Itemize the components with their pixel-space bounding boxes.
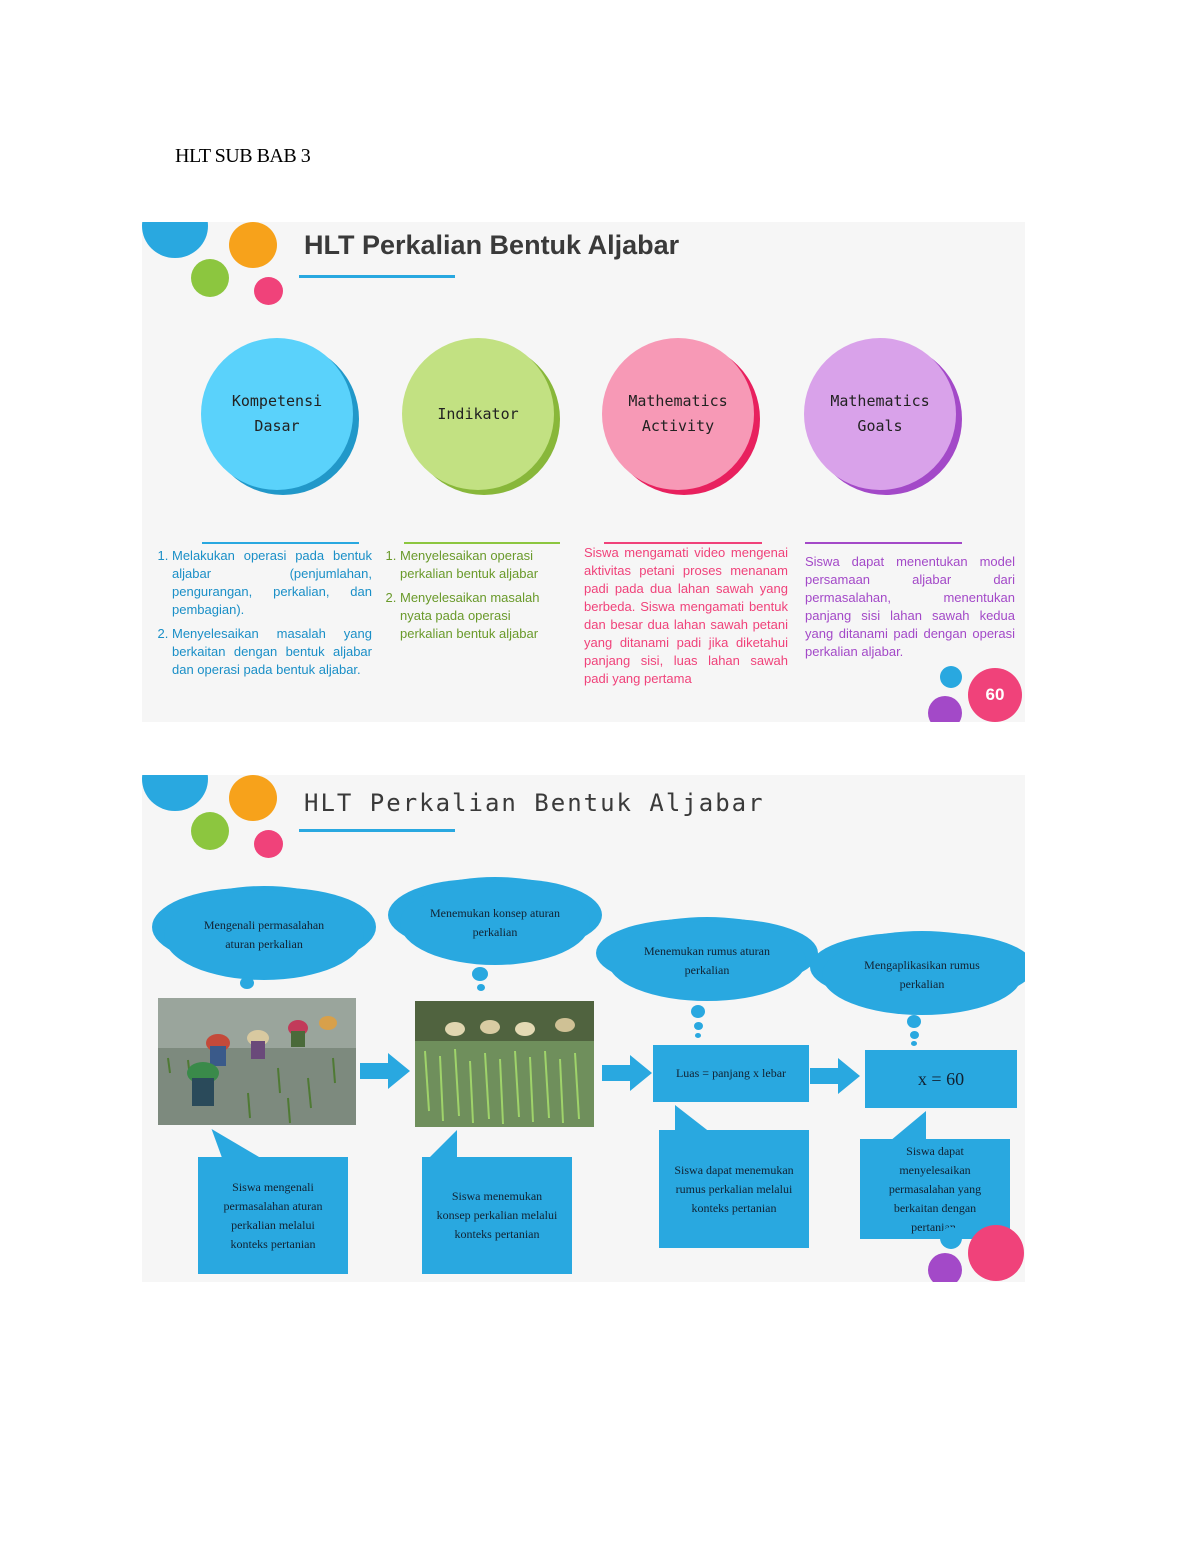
- thought-bubble: [240, 977, 254, 989]
- thought-bubble: [911, 1041, 917, 1046]
- goals-underline: [805, 542, 962, 544]
- circle-label-line1: Mathematics: [830, 392, 930, 410]
- cloud-step-3: Menemukan rumus aturan perkalian: [608, 921, 806, 1001]
- kd-text: Melakukan operasi pada bentuk aljabar (p…: [150, 547, 372, 685]
- circle-indikator: Indikator: [402, 338, 554, 490]
- equation-box: x = 60: [865, 1050, 1017, 1108]
- rice-field-photo-2: [415, 1001, 594, 1127]
- caption-tail: [211, 1129, 263, 1159]
- arrow-right-icon: [602, 1055, 652, 1091]
- caption-step-2: Siswa menemukan konsep perkalian melalui…: [422, 1157, 572, 1274]
- slide-title: HLT Perkalian Bentuk Aljabar: [304, 789, 765, 817]
- activity-underline: [604, 542, 762, 544]
- decor-orange-dot: [229, 222, 277, 268]
- page-number: 60: [968, 668, 1022, 722]
- circle-label-line1: Mathematics: [628, 392, 728, 410]
- cloud-step-1: Mengenali permasalahan aturan perkalian: [164, 890, 364, 980]
- circle-label-line2: Goals: [857, 417, 903, 435]
- slide-2: HLT Perkalian Bentuk Aljabar Mengenali p…: [142, 775, 1025, 1282]
- thought-bubble: [910, 1031, 919, 1039]
- cloud-step-4: Mengaplikasikan rumus perkalian: [822, 935, 1022, 1015]
- caption-step-1: Siswa mengenali permasalahan aturan perk…: [198, 1157, 348, 1274]
- decor-orange-dot: [229, 775, 277, 821]
- arrow-right-icon: [360, 1053, 410, 1089]
- decor-small-purple-dot: [928, 1253, 962, 1282]
- decor-pink-dot: [254, 830, 283, 858]
- thought-bubble: [477, 984, 485, 991]
- decor-green-dot: [191, 812, 229, 850]
- circle-label-line2: Dasar: [254, 417, 300, 435]
- list-item: Melakukan operasi pada bentuk aljabar (p…: [172, 547, 372, 619]
- decor-cyan-dot: [142, 222, 208, 258]
- caption-tail: [890, 1111, 926, 1141]
- thought-bubble: [472, 967, 488, 981]
- document-heading: HLT SUB BAB 3: [175, 145, 311, 167]
- slide-title: HLT Perkalian Bentuk Aljabar: [304, 230, 680, 260]
- circle-label-line2: Activity: [641, 417, 715, 435]
- indikator-text: Menyelesaikan operasi perkalian bentuk a…: [378, 547, 566, 649]
- decor-green-dot: [191, 259, 229, 297]
- goals-text: Siswa dapat menentukan model persamaan a…: [805, 554, 1015, 659]
- thought-bubble: [694, 1022, 703, 1030]
- cloud-step-2: Menemukan konsep aturan perkalian: [400, 881, 590, 965]
- thought-bubble: [691, 1005, 705, 1018]
- decor-small-cyan-dot: [940, 666, 962, 688]
- title-underline: [299, 829, 455, 832]
- decor-pink-dot: [968, 1225, 1024, 1281]
- list-item: Menyelesaikan masalah nyata pada operasi…: [400, 589, 566, 643]
- decor-small-cyan-dot: [940, 1227, 962, 1249]
- caption-step-4: Siswa dapat menyelesaikan permasalahan y…: [860, 1139, 1010, 1239]
- arrow-right-icon: [810, 1058, 860, 1094]
- title-underline: [299, 275, 455, 278]
- caption-step-3: Siswa dapat menemukan rumus perkalian me…: [659, 1130, 809, 1248]
- decor-pink-dot: [254, 277, 283, 305]
- list-item: Menyelesaikan masalah yang berkaitan den…: [172, 625, 372, 679]
- decor-cyan-dot: [142, 775, 208, 811]
- list-item: Menyelesaikan operasi perkalian bentuk a…: [400, 547, 566, 583]
- kd-underline: [202, 542, 359, 544]
- thought-bubble: [907, 1015, 921, 1028]
- thought-bubble: [695, 1033, 701, 1038]
- caption-tail: [427, 1130, 457, 1160]
- activity-text: Siswa mengamati video mengenai aktivitas…: [584, 545, 788, 686]
- rice-field-photo-1: [158, 998, 356, 1125]
- circle-label-line1: Indikator: [437, 404, 519, 423]
- indikator-underline: [404, 542, 560, 544]
- circle-label-line1: Kompetensi: [231, 392, 323, 410]
- decor-small-purple-dot: [928, 696, 962, 722]
- formula-box: Luas = panjang x lebar: [653, 1045, 809, 1102]
- caption-tail: [675, 1105, 711, 1133]
